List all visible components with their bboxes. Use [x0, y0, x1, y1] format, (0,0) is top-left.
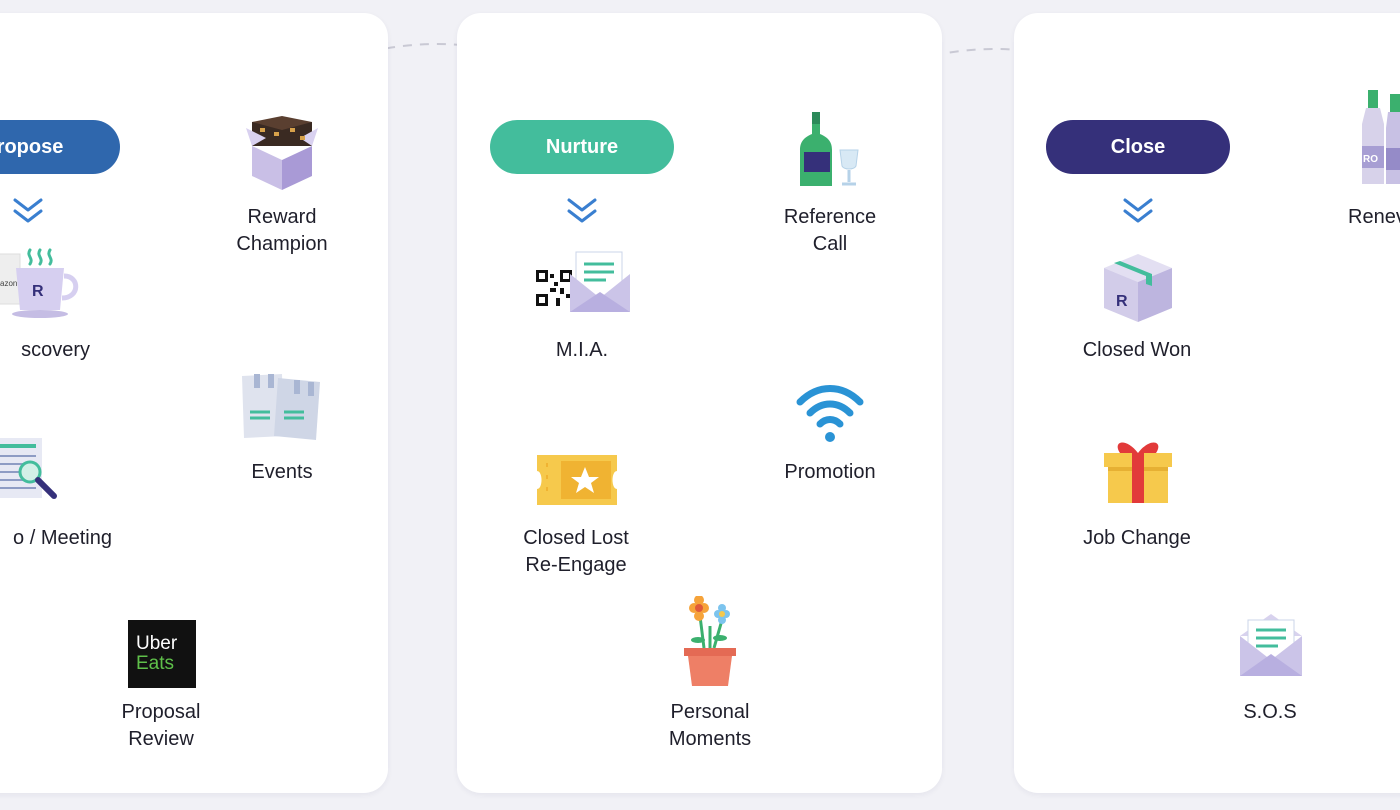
package-icon: R [1104, 254, 1172, 322]
present-icon [1104, 442, 1172, 503]
svg-text:azon: azon [0, 279, 17, 288]
gift-box-icon [246, 116, 318, 190]
stage-item-label: Closed Won [1082, 339, 1192, 361]
stage-item-label: scovery [21, 339, 90, 361]
ticket-star-icon [537, 455, 617, 505]
champagne-icon: RO [1362, 90, 1400, 184]
logo-text-uber: Uber [136, 633, 178, 654]
stage-item-label: Promotion [784, 461, 876, 483]
stage-item-label: Job Change [1083, 527, 1191, 549]
stage-item-label: Proposal Review [121, 701, 201, 750]
svg-text:R: R [32, 283, 44, 300]
envelope-icon [1240, 614, 1302, 676]
stage-item-label: Closed Lost Re-Engage [523, 527, 629, 576]
stage-item-label: Personal Moments [668, 701, 752, 750]
stage-item-label: Reference Call [783, 206, 877, 255]
document-search-icon [0, 438, 57, 499]
bottle-label-text: RO [1363, 154, 1378, 165]
chevron-down-icon [1123, 198, 1153, 223]
stage-pill-close[interactable]: Close [1046, 120, 1230, 174]
chevron-down-icon [13, 198, 43, 223]
chevron-down-icon [567, 198, 597, 223]
stage-pill-propose[interactable]: ropose [0, 120, 120, 174]
stage-item-label: o / Meeting [13, 527, 112, 549]
flower-pot-icon [684, 596, 736, 686]
stage-item-label: M.I.A. [555, 339, 609, 361]
coffee-mug-icon: azon R [0, 248, 79, 318]
uber-eats-logo: Uber Eats [128, 620, 196, 688]
stage-item-label: Renev [1348, 206, 1400, 228]
stage-item-label: Reward Champion [236, 206, 328, 255]
wine-bottle-icon [800, 112, 859, 186]
qr-envelope-icon [536, 251, 630, 312]
svg-text:R: R [1116, 293, 1128, 310]
stage-pill-nurture[interactable]: Nurture [490, 120, 674, 174]
stage-item-label: Events [251, 461, 313, 483]
stage-item-label: S.O.S [1243, 701, 1297, 723]
wifi-icon [796, 385, 864, 442]
logo-text-eats: Eats [136, 653, 175, 674]
tickets-icon [242, 374, 320, 440]
